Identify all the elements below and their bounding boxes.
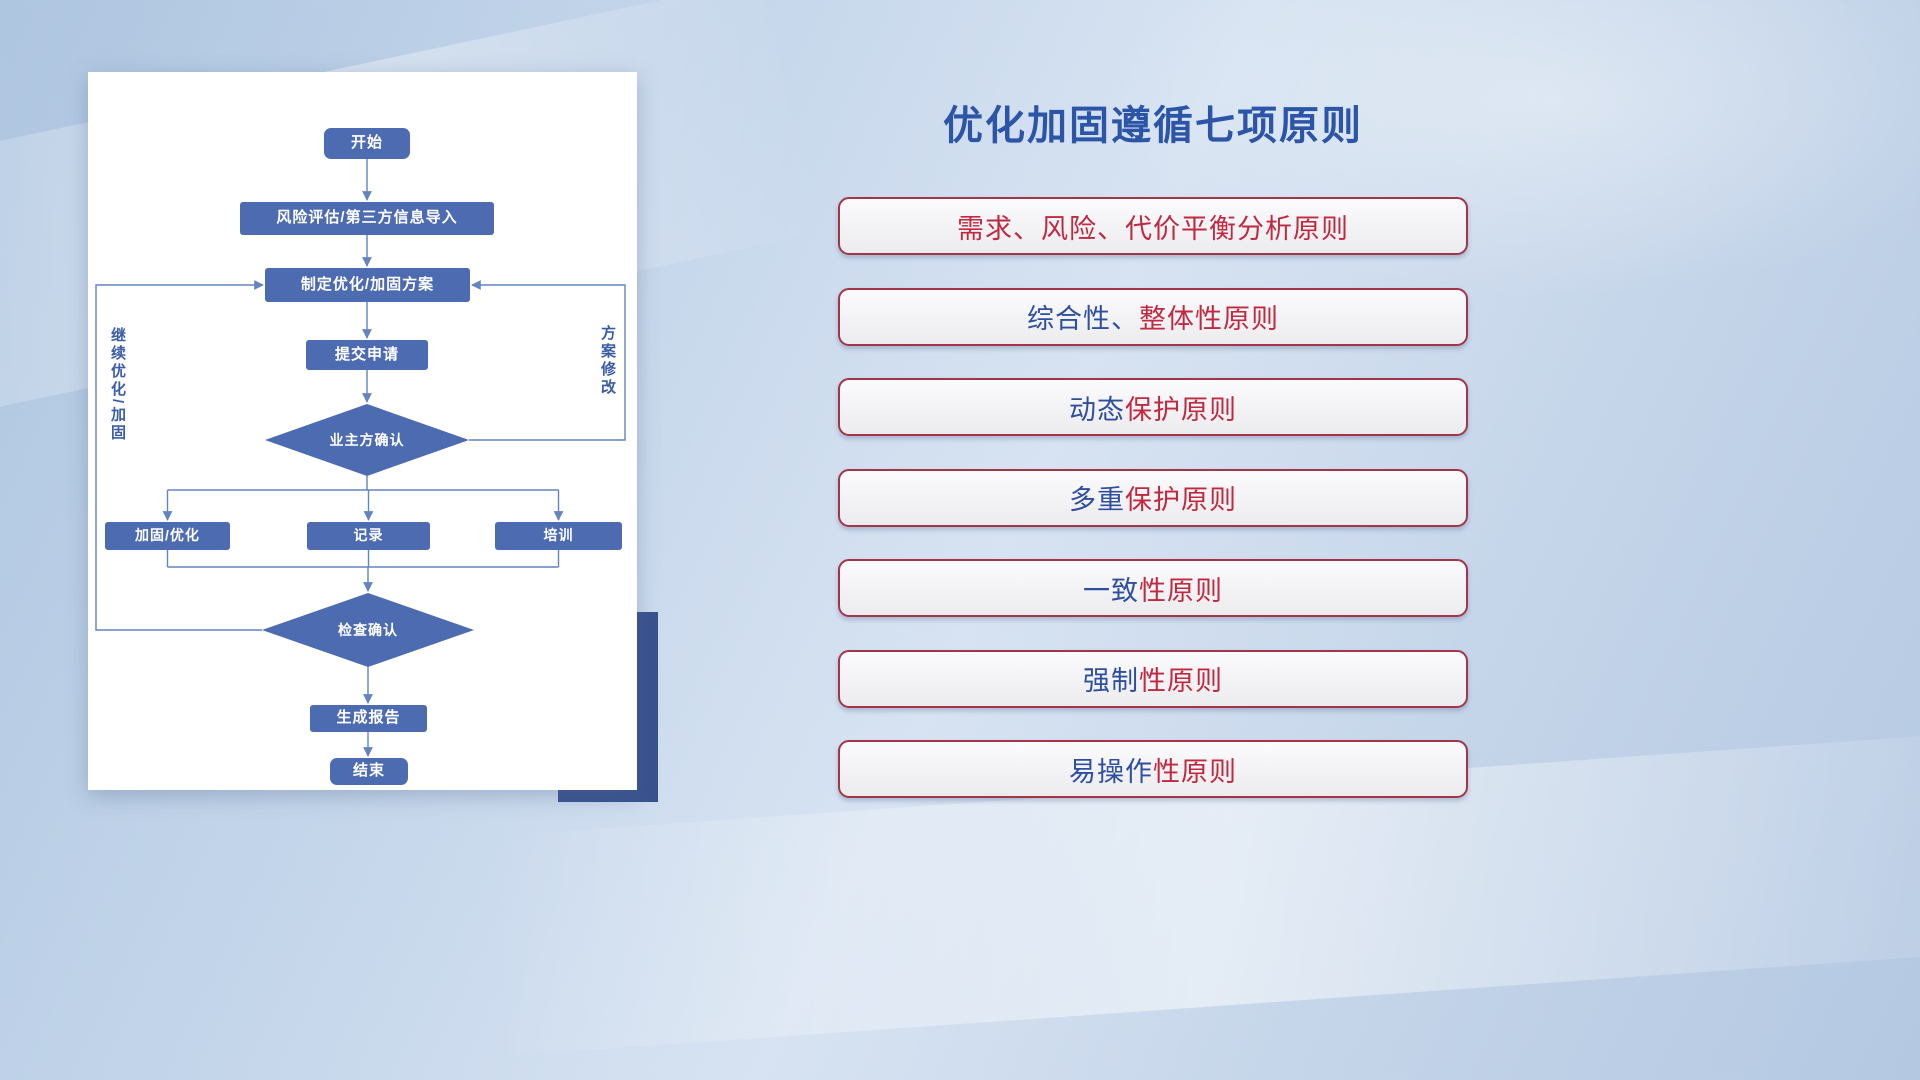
flow-node-start: 开始: [324, 128, 410, 159]
principle-text-segment: 动态: [1069, 394, 1125, 425]
principle-text-segment: 易操作: [1069, 756, 1153, 787]
principle-box: 动态保护原则: [838, 378, 1468, 436]
principle-box: 多重保护原则: [838, 468, 1468, 527]
page-title: 优化加固遵循七项原则: [943, 104, 1363, 148]
flow-node-harden-optimize: 加固/优化: [105, 522, 230, 550]
flow-node-record: 记录: [307, 522, 430, 550]
flow-node-end: 结束: [330, 758, 408, 785]
flow-loop-label-continue-optimize: 继续优化/加固: [109, 327, 126, 443]
principle-text-segment: 性原则: [1153, 756, 1237, 787]
principle-box: 需求、风险、代价平衡分析原则: [838, 197, 1468, 255]
principle-text-segment: 性原则: [1139, 575, 1223, 606]
flow-node-gen-report: 生成报告: [310, 705, 427, 732]
principle-text-segment: 多重: [1069, 485, 1125, 515]
flowchart-card: 开始 风险评估/第三方信息导入 制定优化/加固方案 提交申请 业主方确认 加固/…: [88, 72, 637, 790]
principle-text-segment: 性原则: [1139, 666, 1223, 696]
flowchart-connectors: [95, 159, 626, 757]
principle-text-segment: 综合性、: [1027, 304, 1139, 334]
flow-node-submit: 提交申请: [306, 340, 428, 370]
flow-node-make-plan: 制定优化/加固方案: [265, 268, 470, 302]
principle-text-segment: 保护原则: [1125, 394, 1237, 425]
principle-text-segment: 一致: [1083, 575, 1139, 606]
principle-text-segment: 强制: [1083, 666, 1139, 696]
principle-text-segment: 需求、风险、代价平衡分析原则: [957, 213, 1349, 244]
principle-box: 易操作性原则: [838, 740, 1468, 798]
principle-box: 综合性、整体性原则: [838, 287, 1468, 346]
flow-node-training: 培训: [495, 522, 622, 550]
principle-text-segment: 保护原则: [1125, 485, 1237, 515]
principle-text-segment: 整体性原则: [1139, 304, 1279, 334]
principle-box: 强制性原则: [838, 649, 1468, 708]
principle-box: 一致性原则: [838, 559, 1468, 617]
flow-node-risk-import: 风险评估/第三方信息导入: [240, 202, 494, 235]
flow-loop-label-plan-modify: 方案修改: [599, 325, 616, 397]
principles-list: 需求、风险、代价平衡分析原则综合性、整体性原则动态保护原则多重保护原则一致性原则…: [838, 197, 1468, 798]
